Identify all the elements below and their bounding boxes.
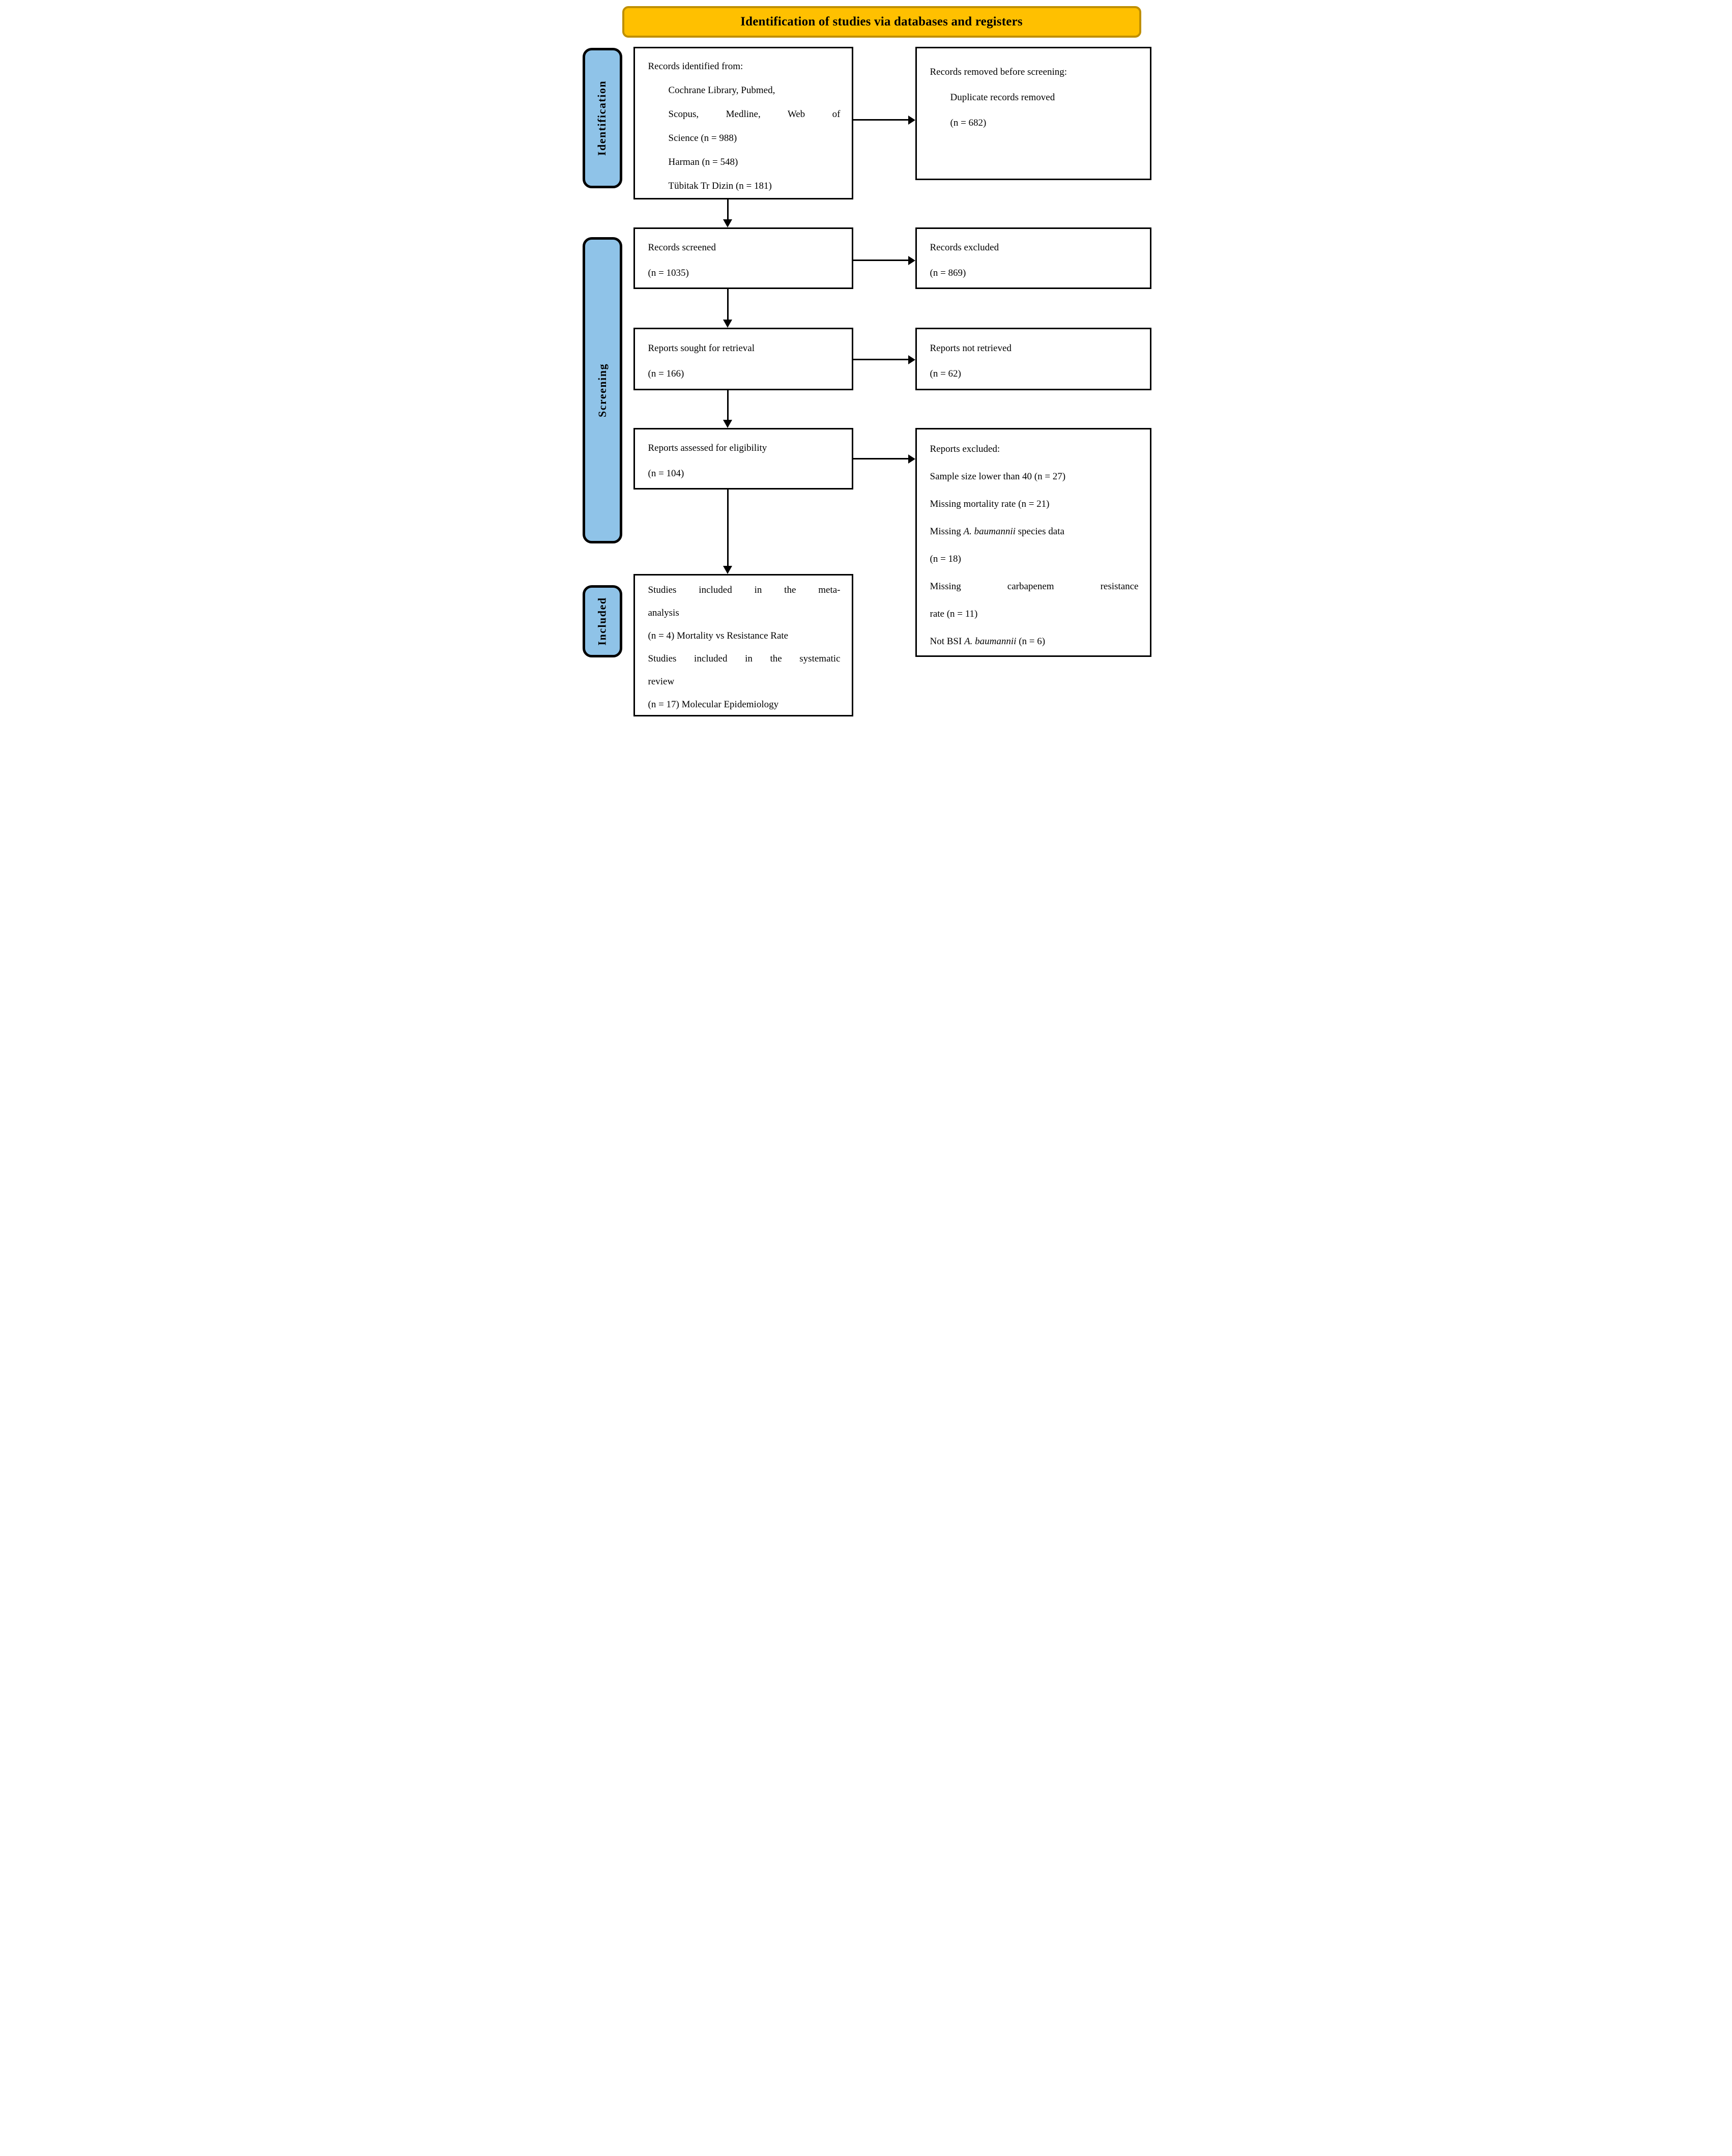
text-line: Missing mortality rate (n = 21) (930, 499, 1050, 509)
arrow-line (727, 289, 729, 320)
box-records-identified: Records identified from: Cochrane Librar… (633, 47, 853, 199)
text-line: Duplicate records removed (950, 92, 1055, 103)
text-line: analysis (648, 608, 679, 618)
arrow-line (727, 490, 729, 566)
text-line: Records removed before screening: (930, 67, 1067, 77)
text-line: (n = 62) (930, 368, 961, 379)
text-line: (n = 18) (930, 554, 961, 564)
arrow-line (727, 199, 729, 220)
text-line: (n = 104) (648, 468, 684, 479)
text-line: Reports sought for retrieval (648, 343, 755, 354)
text-line: Records identified from: (648, 61, 743, 72)
text-line: Not BSI A. baumannii (n = 6) (930, 628, 1139, 655)
arrow-line (853, 119, 908, 121)
text-segment: (n = 6) (1016, 636, 1046, 647)
text-line: Missing carbapenem resistance (930, 581, 1139, 592)
text-line: (n = 682) (950, 118, 987, 128)
stage-label-included: Included (582, 585, 622, 657)
arrow-head-icon (723, 420, 732, 428)
arrow-line (853, 458, 908, 459)
box-reports-not-retrieved: Reports not retrieved (n = 62) (915, 328, 1151, 390)
box-records-removed: Records removed before screening: Duplic… (915, 47, 1151, 180)
text-line: Reports excluded: (930, 444, 1000, 454)
banner-title: Identification of studies via databases … (740, 15, 1023, 28)
text-line: (n = 4) Mortality vs Resistance Rate (648, 630, 789, 641)
text-line: Tübitak Tr Dizin (n = 181) (668, 181, 772, 191)
text-line: rate (n = 11) (930, 609, 978, 619)
text-line: Studies included in the systematic (648, 653, 841, 664)
text-segment: species data (1015, 526, 1064, 537)
arrow-head-icon (723, 219, 732, 227)
text-line: Harman (n = 548) (668, 157, 738, 167)
box-studies-included: Studies included in the meta- analysis (… (633, 574, 853, 716)
arrow-line (853, 359, 908, 360)
arrow-head-icon (908, 256, 915, 265)
text-line: Cochrane Library, Pubmed, (668, 85, 775, 96)
species-name: A. baumannii (964, 636, 1017, 647)
text-line: review (648, 676, 675, 687)
arrow-head-icon (723, 566, 732, 574)
text-line: (n = 166) (648, 368, 684, 379)
box-records-excluded: Records excluded (n = 869) (915, 227, 1151, 289)
text-line: Sample size lower than 40 (n = 27) (930, 471, 1066, 482)
text-line: Missing A. baumannii species data (930, 518, 1139, 545)
stage-label-screening: Screening (582, 237, 622, 543)
arrow-line (727, 390, 729, 420)
arrow-head-icon (723, 320, 732, 328)
stage-label-text: Identification (595, 80, 609, 156)
text-line: Science (n = 988) (668, 133, 737, 143)
text-line: Studies included in the meta- (648, 585, 841, 595)
stage-label-text: Screening (595, 363, 609, 417)
text-segment: Missing (930, 526, 964, 537)
banner: Identification of studies via databases … (622, 6, 1141, 38)
box-reports-assessed: Reports assessed for eligibility (n = 10… (633, 428, 853, 490)
text-line: Reports not retrieved (930, 343, 1012, 354)
text-line: (n = 17) Molecular Epidemiology (648, 699, 779, 710)
stage-label-text: Included (595, 597, 609, 646)
box-reports-sought: Reports sought for retrieval (n = 166) (633, 328, 853, 390)
text-segment: Not BSI (930, 636, 965, 647)
text-line: (n = 869) (930, 268, 966, 278)
box-records-screened: Records screened (n = 1035) (633, 227, 853, 289)
arrow-head-icon (908, 454, 915, 464)
arrow-head-icon (908, 116, 915, 125)
stage-label-identification: Identification (582, 48, 622, 188)
text-line: Scopus, Medline, Web of (668, 109, 841, 120)
prisma-flow-diagram: Identification of studies via databases … (577, 0, 1155, 718)
text-line: Records screened (648, 242, 716, 253)
text-line: Records excluded (930, 242, 999, 253)
box-reports-excluded: Reports excluded: Sample size lower than… (915, 428, 1151, 657)
arrow-line (853, 260, 908, 261)
text-line: (n = 1035) (648, 268, 689, 278)
species-name: A. baumannii (963, 526, 1016, 537)
text-line: Reports assessed for eligibility (648, 443, 767, 453)
arrow-head-icon (908, 355, 915, 364)
